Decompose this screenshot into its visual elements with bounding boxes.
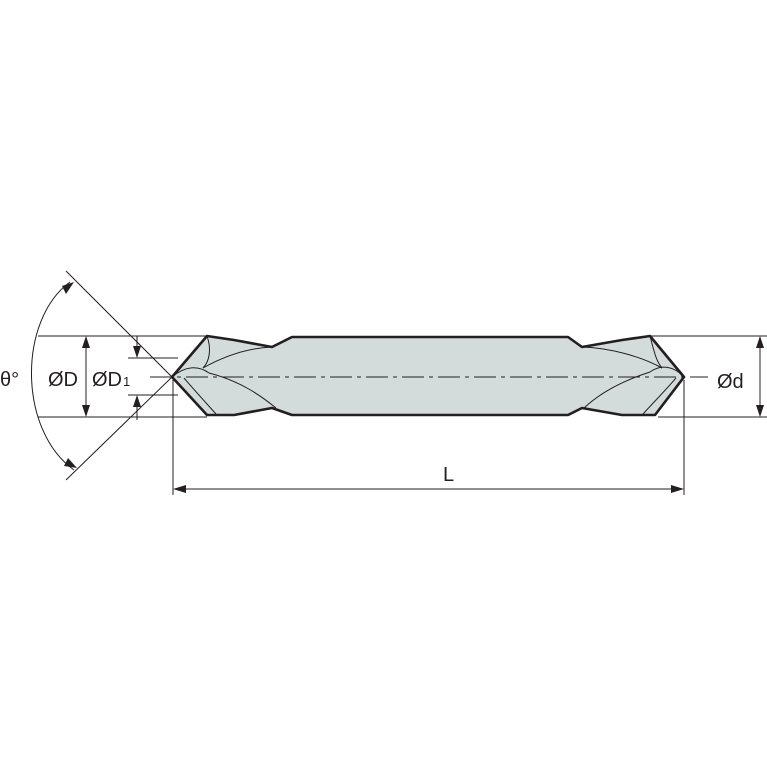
point-diameter-label: ØD <box>92 369 122 391</box>
shank-diameter-dimension <box>756 336 764 417</box>
right-flute-lines <box>581 335 685 415</box>
length-dimension <box>173 485 684 493</box>
shank-diameter-label: Ød <box>717 371 744 393</box>
angle-label: θ° <box>0 369 19 391</box>
outer-diameter-label: ØD <box>48 369 78 391</box>
left-extension-lines <box>38 335 207 495</box>
right-extension-lines <box>650 335 767 495</box>
point-diameter-subscript: 1 <box>123 374 130 389</box>
point-diameter-dimension <box>133 336 141 420</box>
drill-body <box>170 334 686 417</box>
outer-diameter-dimension <box>82 336 90 417</box>
point-angle-dimension <box>31 270 173 481</box>
length-label: L <box>443 464 454 486</box>
left-flute-lines <box>171 335 277 415</box>
